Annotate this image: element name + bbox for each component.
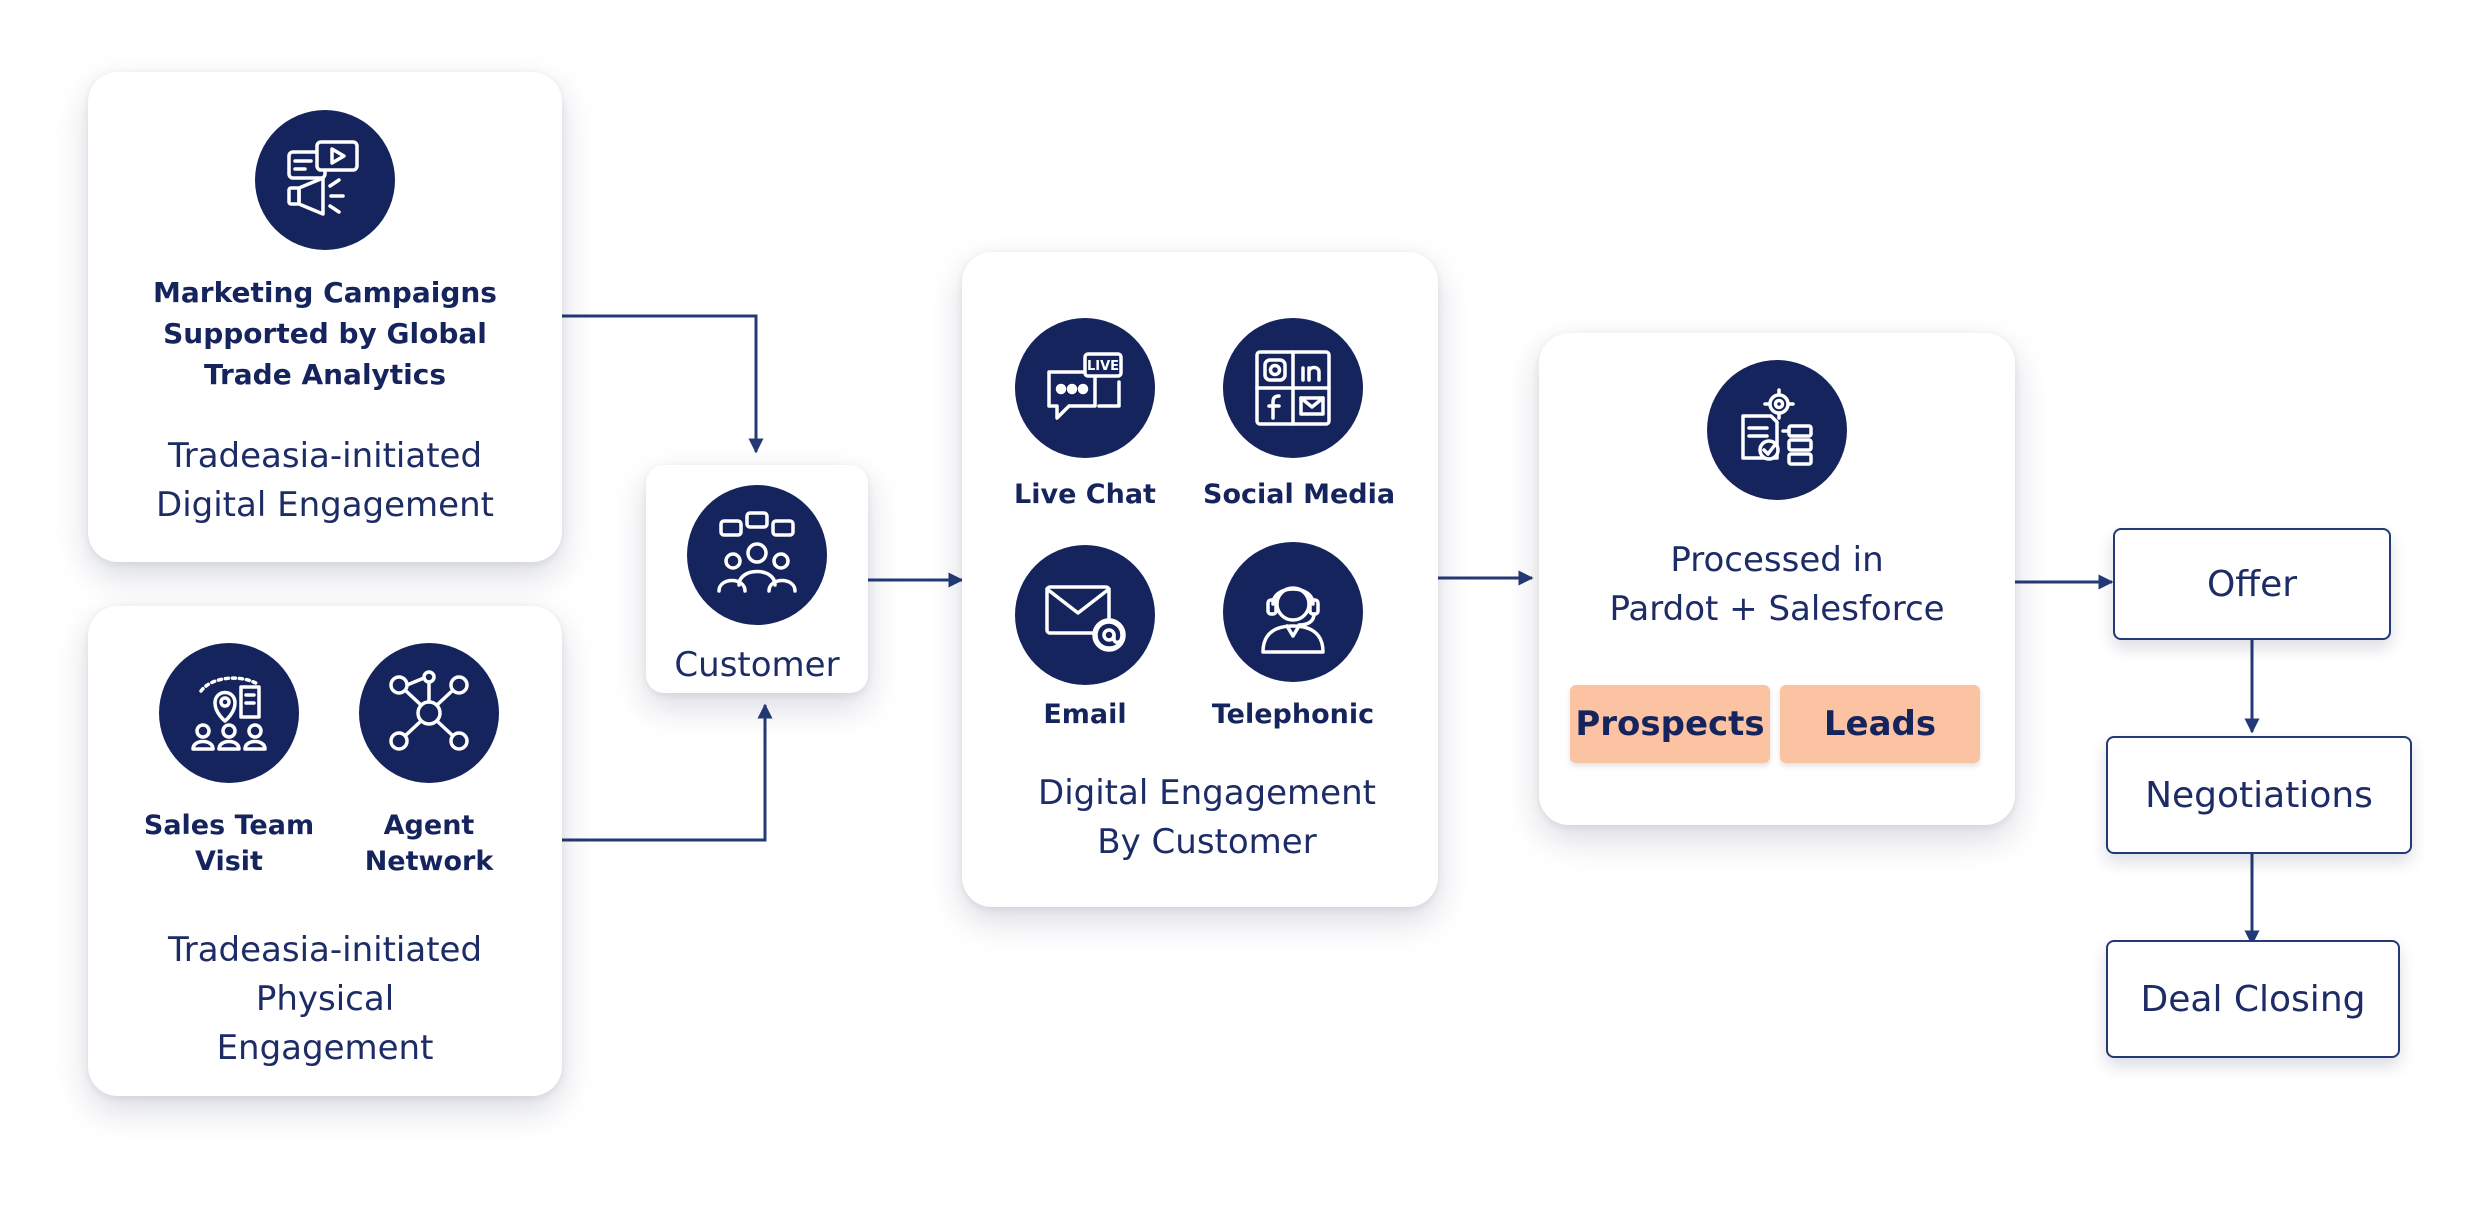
marketing-title-line: Supported by Global: [163, 317, 487, 350]
email-icon: [1015, 545, 1155, 685]
social-media-label: Social Media: [1203, 479, 1396, 510]
channels-caption-line: By Customer: [1097, 822, 1317, 862]
marketing-caption: Tradeasia-initiated Digital Engagement: [88, 432, 562, 530]
channels-caption: Digital Engagement By Customer: [962, 769, 1438, 867]
network-people-icon: [359, 643, 499, 783]
crm-process-icon: [1707, 360, 1847, 500]
negotiations-step: Negotiations: [2106, 736, 2412, 854]
physical-engagement-card: Sales Team Visit Agent Network Tradeasia…: [88, 606, 562, 1096]
customer-label: Customer: [674, 645, 840, 685]
physical-caption: Tradeasia-initiated Physical Engagement: [88, 926, 562, 1073]
telephonic-label: Telephonic: [1211, 699, 1375, 730]
agent-network-label: Agent Network: [329, 808, 529, 880]
sales-team-label-line: Sales Team: [143, 810, 315, 841]
crm-caption-line: Pardot + Salesforce: [1609, 589, 1945, 629]
deal-closing-step: Deal Closing: [2106, 940, 2400, 1058]
digital-engagement-card: LIVE: [962, 252, 1438, 907]
location-team-icon: [159, 643, 299, 783]
live-chat-label: Live Chat: [1014, 479, 1156, 510]
channels-caption-line: Digital Engagement: [1038, 773, 1376, 813]
marketing-caption-line: Digital Engagement: [156, 485, 494, 525]
megaphone-video-chat-icon: [255, 110, 395, 250]
live-chat-icon: LIVE: [1015, 318, 1155, 458]
social-media-icon: [1223, 318, 1363, 458]
arrow-marketing-to-customer: [558, 314, 764, 454]
email-label: Email: [1043, 699, 1127, 730]
sales-team-label-line: Visit: [195, 846, 263, 877]
marketing-title-line: Marketing Campaigns: [153, 276, 497, 309]
crm-caption: Processed in Pardot + Salesforce: [1539, 536, 2015, 634]
headset-agent-icon: [1223, 542, 1363, 682]
physical-caption-line: Physical: [255, 979, 395, 1019]
marketing-title-line: Trade Analytics: [203, 358, 447, 391]
agent-network-label-line: Network: [364, 846, 494, 877]
offer-step: Offer: [2113, 528, 2391, 640]
physical-caption-line: Engagement: [216, 1028, 434, 1068]
marketing-caption-line: Tradeasia-initiated: [167, 436, 483, 476]
customer-card: Customer: [646, 465, 868, 693]
crm-caption-line: Processed in: [1670, 540, 1884, 580]
arrow-physical-to-customer: [558, 703, 773, 842]
leads-tag: Leads: [1780, 685, 1980, 763]
svg-text:LIVE: LIVE: [1087, 359, 1119, 374]
prospects-tag: Prospects: [1570, 685, 1770, 763]
customer-group-icon: [687, 485, 827, 625]
marketing-campaign-card: Marketing Campaigns Supported by Global …: [88, 72, 562, 562]
sales-team-visit-label: Sales Team Visit: [129, 808, 329, 880]
physical-caption-line: Tradeasia-initiated: [167, 930, 483, 970]
agent-network-label-line: Agent: [383, 810, 475, 841]
marketing-title: Marketing Campaigns Supported by Global …: [88, 272, 562, 395]
crm-processing-card: Processed in Pardot + Salesforce Prospec…: [1539, 333, 2015, 825]
